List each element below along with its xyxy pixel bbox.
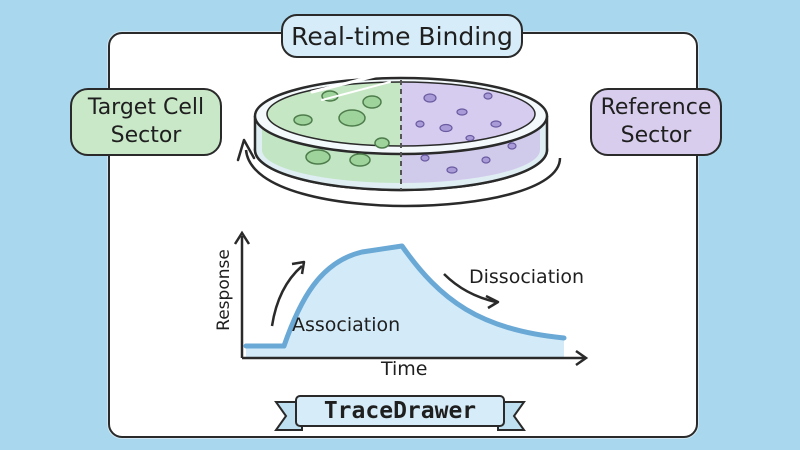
reference-sector-text: Reference Sector (600, 95, 712, 148)
dish-glare (310, 74, 377, 94)
dish-glare-2 (321, 81, 391, 101)
page-title: Real-time Binding (281, 14, 523, 58)
association-label: Association (292, 314, 401, 336)
reference-sector-label: Reference Sector (590, 88, 722, 156)
rotation-arrow-arc (244, 149, 562, 208)
dissociation-arrow (443, 273, 497, 304)
binding-curve (243, 243, 567, 349)
target-cell-sector-label: Target Cell Sector (70, 88, 222, 156)
dissociation-label: Dissociation (469, 266, 585, 288)
sensorgram-chart (233, 230, 589, 367)
rotation-arrow-head-icon (236, 138, 256, 162)
dissociation-arrow-head-icon (485, 294, 500, 310)
association-arrow-head-icon (291, 260, 306, 275)
association-arrow (270, 265, 303, 327)
target-cells (293, 90, 390, 167)
ribbon-body (295, 395, 505, 427)
y-axis-arrow-icon (233, 230, 251, 245)
x-axis-arrow-icon (575, 349, 589, 367)
y-axis-label: Response (214, 249, 234, 331)
brand-ribbon (274, 395, 526, 431)
target-cell-sector-text: Target Cell Sector (87, 95, 205, 148)
brand-name: TraceDrawer (323, 398, 477, 424)
x-axis-label: Time (381, 358, 428, 380)
petri-dish (253, 74, 549, 192)
reference-particles (415, 92, 517, 174)
